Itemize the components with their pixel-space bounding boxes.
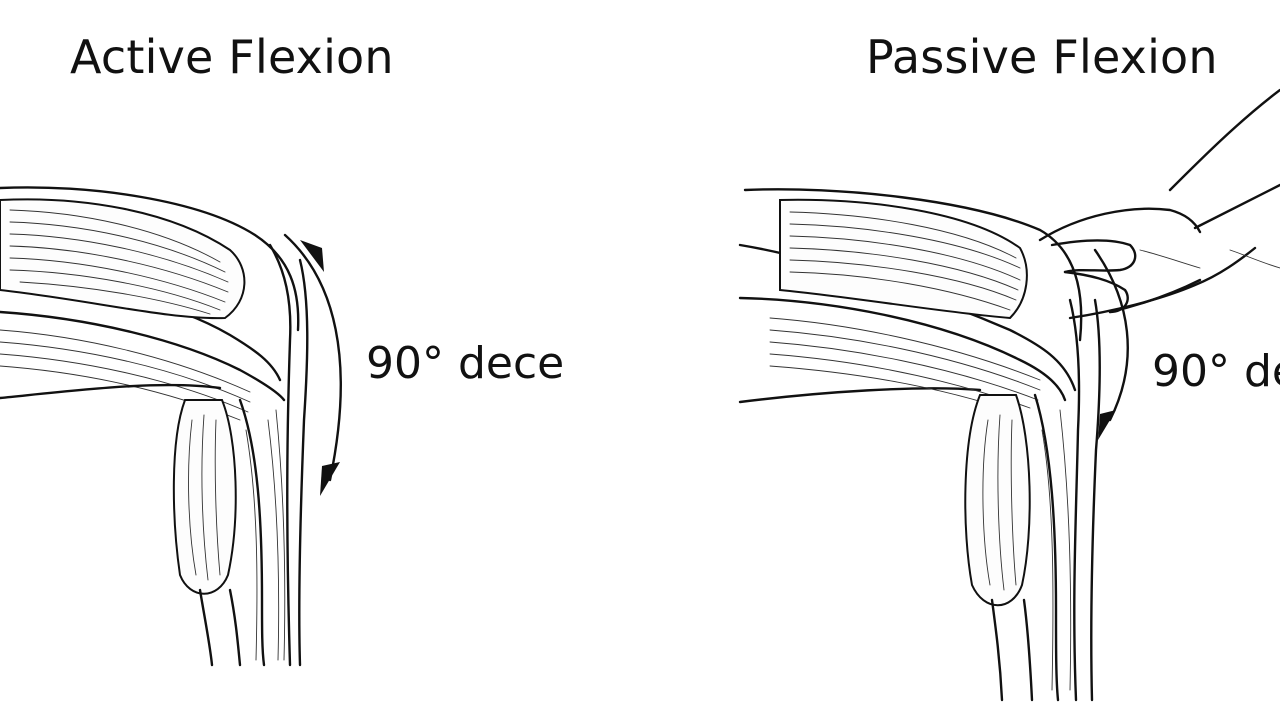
lower-leg-mid <box>1033 393 1060 702</box>
panel-passive-flexion: Passive Flexion 90° de <box>640 0 1280 720</box>
arrowhead-bottom <box>1098 410 1116 440</box>
thigh-lower-outline <box>738 296 1067 402</box>
thigh-bottom-outline <box>738 387 982 404</box>
lower-leg-mid <box>238 398 266 667</box>
angle-arc <box>1093 248 1129 422</box>
shin-front <box>1090 298 1101 702</box>
calf-muscle <box>172 399 237 595</box>
lower-leg-fibers <box>245 409 286 661</box>
angle-arc <box>283 233 342 482</box>
forearm-bottom <box>1193 183 1280 230</box>
hand-illustration <box>1038 88 1280 320</box>
lower-leg-fibers <box>1041 409 1072 691</box>
patellar-tendon <box>1068 298 1081 702</box>
panel-title: Passive Flexion <box>866 30 1218 84</box>
lower-leg-inner <box>228 588 242 667</box>
thigh-upper-outline <box>0 186 300 332</box>
quadriceps-fibers <box>9 209 229 315</box>
angle-label: 90° de <box>1152 346 1280 397</box>
lower-leg-back <box>198 588 214 667</box>
finger-1 <box>1050 239 1137 274</box>
calf-fibers <box>982 414 1017 591</box>
forearm-top <box>1168 88 1280 192</box>
patellar-tendon <box>268 243 292 667</box>
lower-leg-back <box>990 598 1004 702</box>
angle-label: 90° dece <box>366 338 565 389</box>
quadriceps-muscle <box>0 198 246 320</box>
shin-front <box>298 258 309 667</box>
calf-muscle <box>964 394 1031 607</box>
thumb <box>1068 246 1257 320</box>
arrowhead-top <box>300 240 324 272</box>
palm-edge <box>1108 278 1202 314</box>
hand-back <box>1038 207 1202 242</box>
knee-illustration-active <box>0 186 342 667</box>
thigh-upper-outline <box>743 188 1083 342</box>
knee-illustration-passive <box>738 88 1280 702</box>
panel-title: Active Flexion <box>70 30 394 84</box>
calf-fibers <box>188 414 221 581</box>
quadriceps-fibers <box>789 211 1021 311</box>
lower-leg-inner <box>1022 598 1034 702</box>
panel-active-flexion: Active Flexion 90° dece <box>0 30 565 667</box>
thigh-lower-outline <box>0 310 286 402</box>
thigh-bottom-outline <box>0 383 222 400</box>
arrowhead-bottom <box>320 462 340 496</box>
